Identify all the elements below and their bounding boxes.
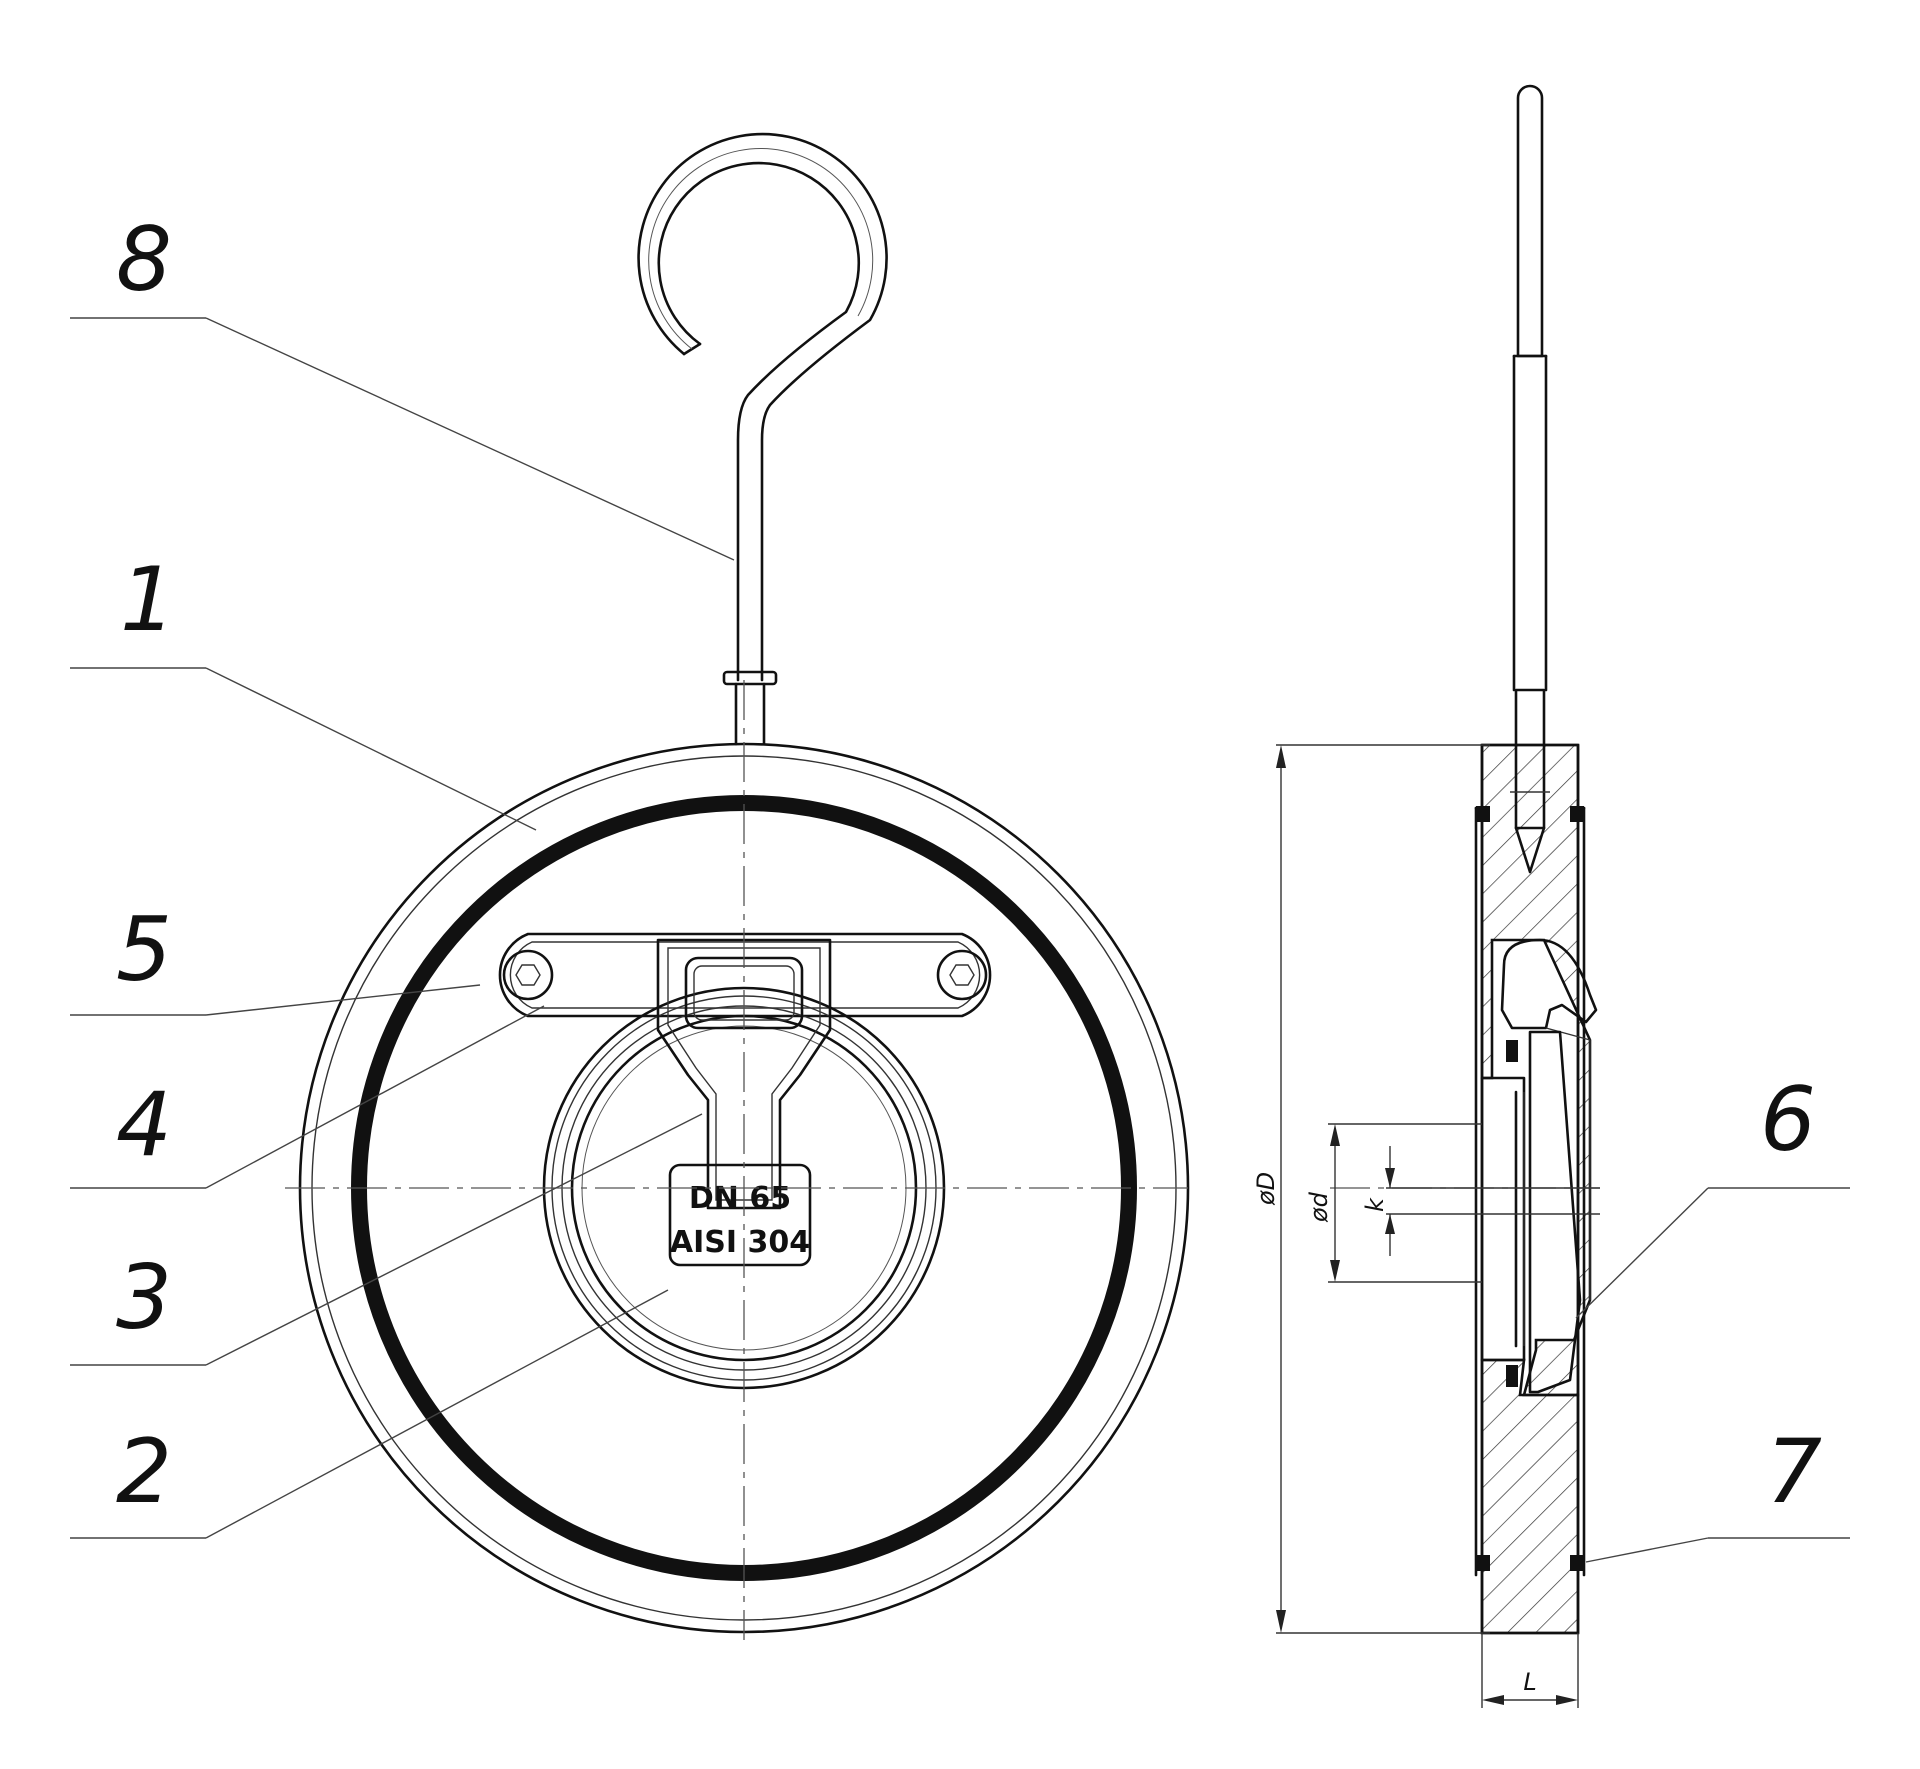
position-labels: 8 1 5 4 3 2 6 7 (70, 208, 1850, 1563)
body-section (1480, 743, 1592, 1397)
dim-inner-diameter-label: ød (1305, 1191, 1333, 1223)
name-plate: DN 65 AISI 304 (668, 1163, 812, 1267)
front-view: DN 65 AISI 304 (285, 132, 1190, 1640)
seals (1476, 806, 1584, 1571)
lifting-eye (637, 132, 888, 746)
dim-offset-label: k (1361, 1197, 1389, 1212)
part-label-1: 1 (120, 548, 176, 651)
side-bore (1480, 1076, 1526, 1362)
part-label-6: 6 (1760, 1068, 1816, 1171)
body-section-lower (1480, 1358, 1580, 1635)
hinge-bar (498, 932, 992, 1018)
side-view (1330, 84, 1600, 1635)
dim-outer-diameter: øD (1252, 744, 1490, 1634)
side-stem (1510, 688, 1550, 874)
part-label-4: 4 (116, 1073, 172, 1176)
dim-length: L (1481, 1633, 1579, 1708)
dim-offset: k (1361, 1146, 1600, 1256)
plate-line-1: DN 65 (689, 1181, 791, 1216)
part-label-8: 8 (116, 208, 172, 311)
dimensions: øD ød k L (1252, 744, 1600, 1708)
dim-outer-diameter-label: øD (1252, 1172, 1280, 1206)
dim-length-label: L (1523, 1668, 1536, 1696)
part-label-5: 5 (116, 898, 172, 1001)
part-label-2: 2 (116, 1420, 172, 1523)
plate-line-2: AISI 304 (670, 1225, 810, 1260)
part-label-7: 7 (1766, 1420, 1822, 1523)
screw-left (502, 949, 554, 1001)
part-label-3: 3 (116, 1246, 172, 1349)
screw-right (936, 949, 988, 1001)
dim-inner-diameter: ød (1305, 1123, 1482, 1283)
side-rod (1512, 84, 1548, 692)
